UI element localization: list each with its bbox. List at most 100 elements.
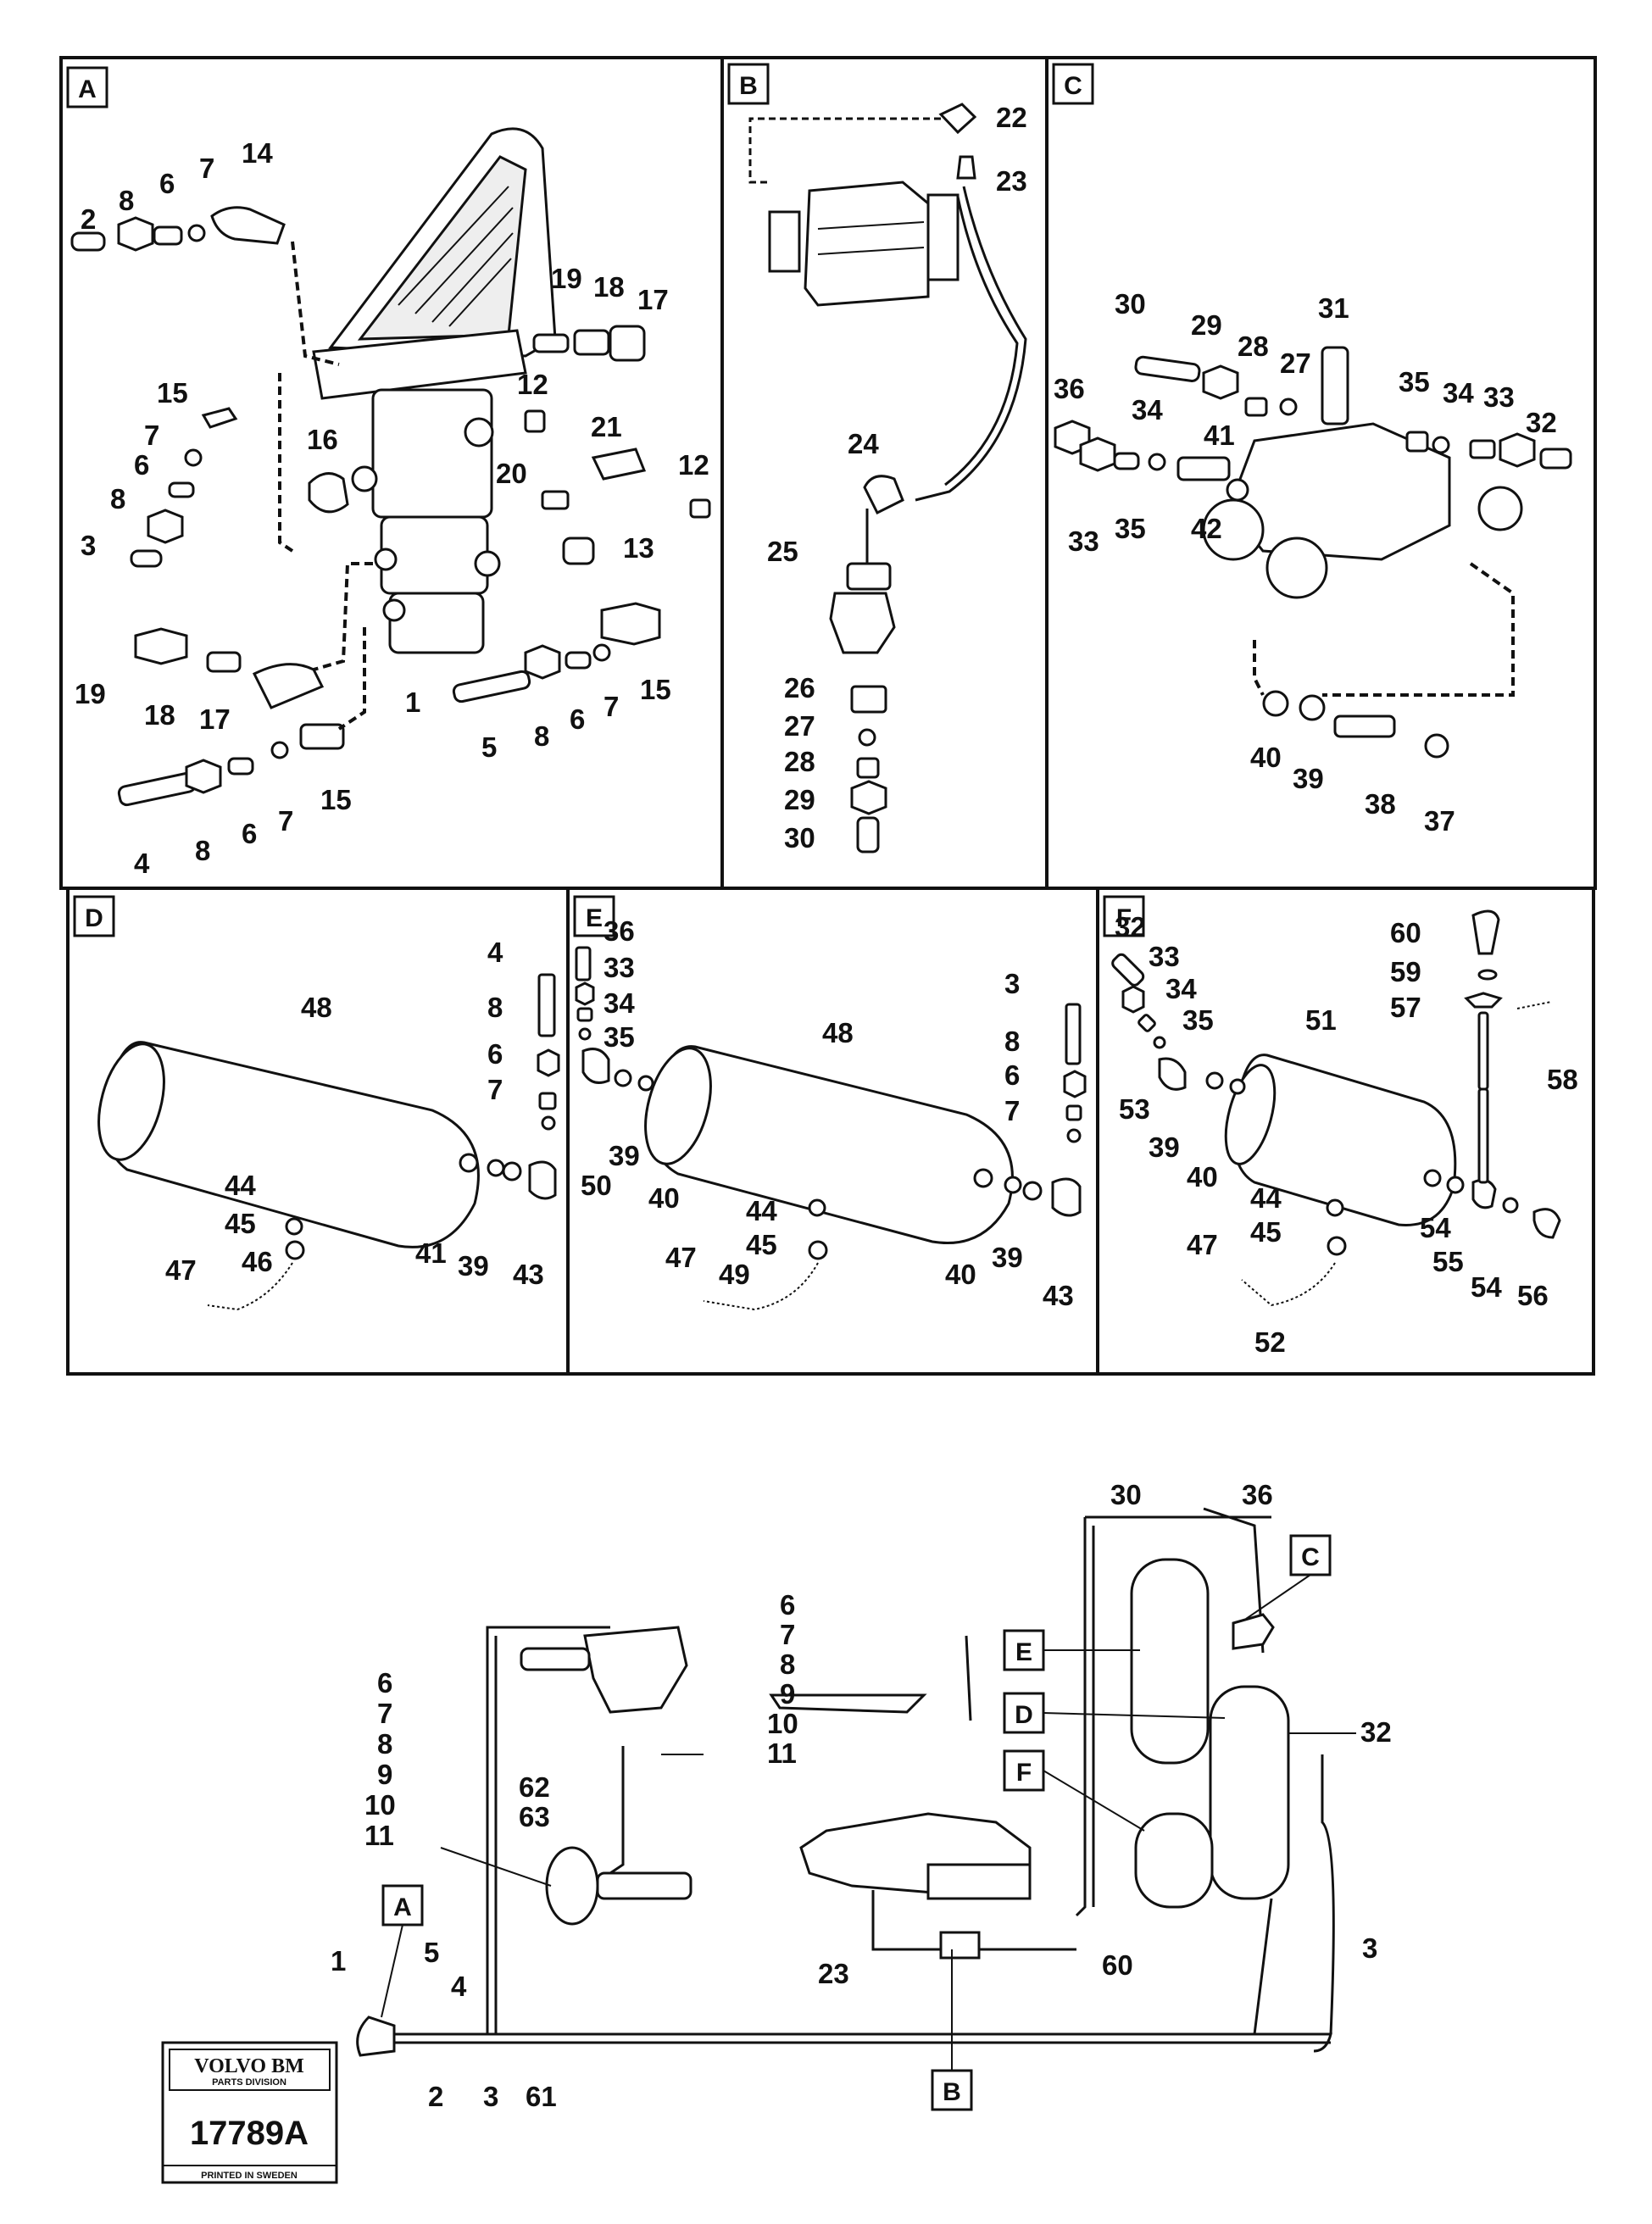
svg-text:29: 29 <box>784 784 815 815</box>
svg-text:VOLVO BM: VOLVO BM <box>194 2055 304 2077</box>
svg-text:55: 55 <box>1432 1246 1464 1277</box>
svg-text:60: 60 <box>1102 1949 1133 1981</box>
overview-box-a: A <box>381 1884 424 1927</box>
svg-text:53: 53 <box>1119 1093 1150 1125</box>
svg-text:12: 12 <box>517 369 548 400</box>
overview-box-f: F <box>1003 1749 1045 1792</box>
svg-text:2: 2 <box>81 203 96 235</box>
overview-other-labels: 62 63 1 5 4 2 3 61 30 36 32 3 60 23 <box>331 1479 1392 2112</box>
overview-box-c: C <box>1289 1534 1332 1576</box>
svg-text:E: E <box>586 904 603 932</box>
svg-text:7: 7 <box>1004 1095 1020 1126</box>
svg-text:54: 54 <box>1420 1212 1451 1243</box>
svg-text:PRINTED IN SWEDEN: PRINTED IN SWEDEN <box>201 2171 298 2181</box>
air-tank-e <box>575 946 1087 1260</box>
svg-text:39: 39 <box>609 1140 640 1171</box>
svg-text:10: 10 <box>364 1789 396 1821</box>
svg-text:35: 35 <box>1115 513 1146 544</box>
svg-text:39: 39 <box>1149 1131 1180 1163</box>
svg-text:6: 6 <box>1004 1059 1020 1091</box>
svg-text:41: 41 <box>1204 420 1235 451</box>
svg-text:21: 21 <box>591 411 622 442</box>
svg-text:F: F <box>1016 1759 1032 1787</box>
svg-text:C: C <box>1064 72 1082 100</box>
panel-tag-a: A <box>66 66 108 108</box>
svg-text:47: 47 <box>165 1254 197 1286</box>
svg-text:6: 6 <box>159 168 175 199</box>
protection-valve <box>1054 346 1572 759</box>
svg-text:B: B <box>943 2078 961 2106</box>
svg-text:22: 22 <box>996 102 1027 133</box>
svg-text:11: 11 <box>767 1738 797 1769</box>
svg-text:7: 7 <box>780 1619 795 1650</box>
svg-text:56: 56 <box>1517 1280 1549 1311</box>
overview-box-b: B <box>931 2069 973 2111</box>
svg-text:48: 48 <box>822 1017 854 1048</box>
svg-text:17789A: 17789A <box>190 2115 309 2152</box>
svg-text:33: 33 <box>1149 941 1180 972</box>
svg-text:A: A <box>78 75 97 103</box>
panel-tag-d: D <box>73 895 115 937</box>
labels-panel-e: 36 33 34 35 48 3 8 6 7 50 39 40 44 45 40… <box>581 915 1074 1311</box>
svg-text:4: 4 <box>487 937 503 968</box>
air-tank-f <box>1111 909 1561 1256</box>
svg-text:57: 57 <box>1390 992 1421 1023</box>
svg-text:26: 26 <box>784 672 815 703</box>
labels-panel-a: 2 8 6 7 14 19 18 17 15 7 6 8 3 16 12 21 … <box>75 137 709 879</box>
volvo-bm-stamp: VOLVO BM PARTS DIVISION 17789A PRINTED I… <box>161 2041 338 2184</box>
svg-text:51: 51 <box>1305 1004 1337 1036</box>
svg-text:63: 63 <box>519 1801 550 1832</box>
compressor-and-governor <box>768 103 977 853</box>
svg-text:D: D <box>1015 1701 1033 1729</box>
labels-panel-d: 48 4 8 6 7 44 45 41 39 43 47 46 <box>165 937 544 1290</box>
svg-text:3: 3 <box>483 2081 498 2112</box>
svg-text:33: 33 <box>1483 381 1515 413</box>
svg-text:8: 8 <box>110 483 125 514</box>
svg-text:30: 30 <box>784 822 815 853</box>
svg-text:44: 44 <box>746 1195 777 1226</box>
svg-text:6: 6 <box>242 818 257 849</box>
svg-text:42: 42 <box>1191 513 1222 544</box>
svg-text:B: B <box>739 72 758 100</box>
svg-text:E: E <box>1015 1638 1032 1666</box>
svg-text:16: 16 <box>307 424 338 455</box>
svg-text:D: D <box>85 904 103 932</box>
svg-text:46: 46 <box>242 1246 273 1277</box>
svg-text:32: 32 <box>1115 911 1146 942</box>
svg-text:61: 61 <box>526 2081 557 2112</box>
svg-text:4: 4 <box>134 848 150 879</box>
svg-text:45: 45 <box>746 1229 777 1260</box>
svg-text:5: 5 <box>424 1937 439 1968</box>
svg-text:1: 1 <box>331 1945 346 1977</box>
svg-text:33: 33 <box>604 952 635 983</box>
svg-text:34: 34 <box>1132 394 1163 425</box>
svg-text:24: 24 <box>848 428 879 459</box>
svg-text:50: 50 <box>581 1170 612 1201</box>
svg-text:39: 39 <box>458 1250 489 1282</box>
svg-text:4: 4 <box>451 1971 467 2002</box>
brake-valve-pedal <box>312 127 557 654</box>
svg-text:34: 34 <box>1165 973 1197 1004</box>
svg-text:8: 8 <box>780 1649 795 1680</box>
svg-text:3: 3 <box>1362 1932 1377 1964</box>
svg-text:44: 44 <box>225 1170 256 1201</box>
air-tank-d <box>97 973 560 1260</box>
labels-panel-c: 30 29 28 27 31 36 34 41 35 34 33 32 33 3… <box>1054 288 1557 837</box>
svg-text:13: 13 <box>623 532 654 564</box>
svg-text:F: F <box>1116 904 1132 932</box>
svg-text:40: 40 <box>648 1182 680 1214</box>
svg-text:58: 58 <box>1547 1064 1578 1095</box>
svg-text:23: 23 <box>996 165 1027 197</box>
svg-text:30: 30 <box>1115 288 1146 320</box>
svg-text:43: 43 <box>513 1259 544 1290</box>
overview-box-d: D <box>1003 1692 1045 1734</box>
svg-text:A: A <box>393 1893 412 1921</box>
svg-text:44: 44 <box>1250 1182 1282 1214</box>
svg-text:27: 27 <box>784 710 815 742</box>
svg-text:27: 27 <box>1280 348 1311 379</box>
hose-lines-panel-c <box>1253 562 1515 697</box>
svg-text:7: 7 <box>377 1698 392 1729</box>
svg-text:11: 11 <box>364 1820 394 1851</box>
svg-text:7: 7 <box>604 691 619 722</box>
